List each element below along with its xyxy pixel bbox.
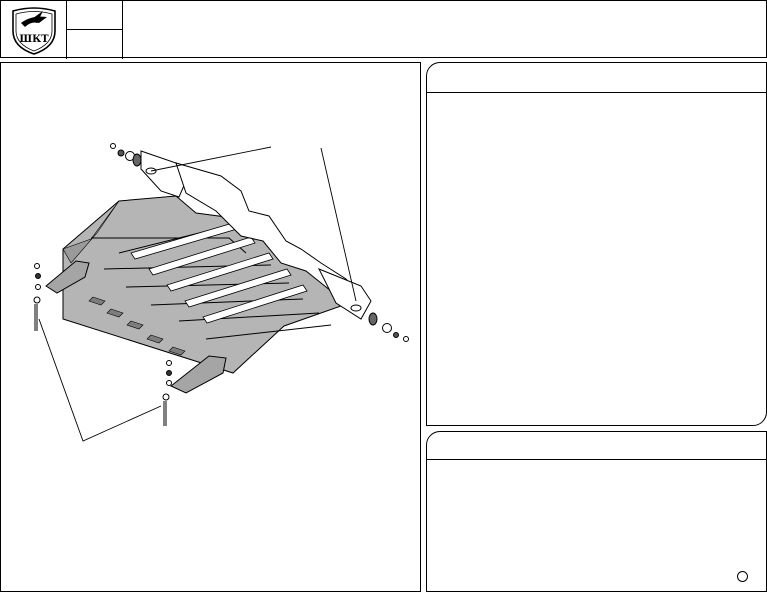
info-panel — [426, 62, 767, 426]
right-bracket-foot — [162, 355, 227, 426]
drawing-panel — [0, 62, 421, 592]
info-panel-heading — [427, 63, 766, 93]
code-cell-bottom — [67, 30, 123, 59]
leader-lines — [38, 146, 357, 442]
note-panel-body — [427, 460, 766, 590]
skid-plate-exploded-view — [33, 143, 409, 442]
front-hardware — [110, 143, 157, 175]
company-logo: ШКТ — [12, 7, 56, 55]
left-bracket-foot — [33, 260, 90, 331]
note-panel — [426, 431, 767, 592]
title-cell — [123, 1, 767, 59]
logo-cell: ШКТ — [1, 1, 67, 59]
note-panel-heading — [427, 432, 766, 460]
skid-plate — [62, 195, 350, 374]
rear-hardware — [350, 304, 409, 342]
info-panel-body — [427, 93, 766, 423]
code-cell-top — [67, 1, 123, 30]
title-block: ШКТ — [0, 0, 767, 59]
logo-lettering: ШКТ — [19, 34, 49, 45]
page-marker-circle — [737, 571, 748, 582]
